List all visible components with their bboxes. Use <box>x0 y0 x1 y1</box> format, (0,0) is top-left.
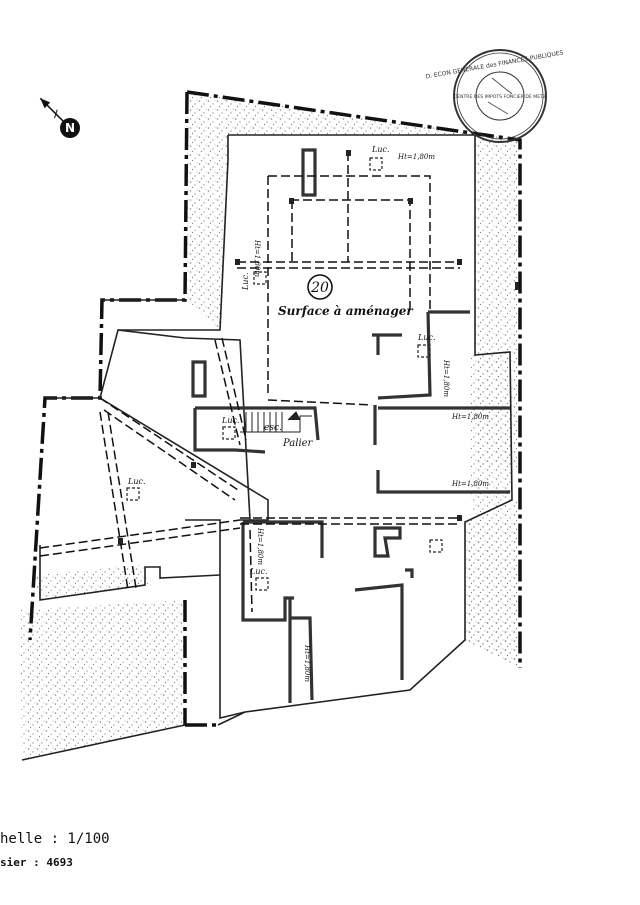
stamp-outer-text: D. ECON GENERALE des FINANCES PUBLIQUES <box>425 49 564 80</box>
thick-walls <box>191 148 510 703</box>
luc-label-west: Luc. <box>127 477 146 486</box>
luc-label-stairs: Luc. <box>221 416 240 425</box>
stamp-inner-text: CENTRE DES IMPOTS FONCIER DE METZ <box>454 94 546 100</box>
height-label-left-vertical: Ht=1,80m <box>253 239 261 277</box>
posts <box>118 150 519 544</box>
north-arrow-icon: N <box>39 97 80 138</box>
height-label-right-lower: Ht=1,80m <box>451 480 489 488</box>
esc-label: esc. <box>264 423 282 433</box>
surface-label: Surface à aménager <box>278 304 414 318</box>
height-label-bottom-left-vertical: Ht=1,80m <box>256 527 264 565</box>
height-label-right-vertical: Ht=1,80m <box>442 359 450 397</box>
room-number-circle <box>307 274 333 300</box>
luc-label-top: Luc. <box>371 145 390 154</box>
luc-label-right: Luc. <box>417 333 436 342</box>
height-label-top: Ht=1,80m <box>397 153 435 161</box>
luc-markers <box>126 157 443 591</box>
hatched-zones <box>20 92 520 760</box>
room-number: 20 <box>310 280 329 296</box>
north-label: N <box>65 121 75 135</box>
height-label-right-upper: Ht=1,80m <box>451 413 489 421</box>
outer-boundary <box>28 90 522 727</box>
height-label-bottom-center-vertical: Ht=1,80m <box>303 644 311 682</box>
staircase <box>240 411 312 433</box>
height-lines <box>39 152 460 613</box>
interior-walls <box>21 134 513 761</box>
scale-label: helle : 1/100 <box>0 831 110 847</box>
luc-label-left: Luc. <box>241 273 250 292</box>
luc-label-south: Luc. <box>249 567 268 576</box>
palier-label: Palier <box>282 438 314 449</box>
dossier-label: sier : 4693 <box>0 856 73 869</box>
